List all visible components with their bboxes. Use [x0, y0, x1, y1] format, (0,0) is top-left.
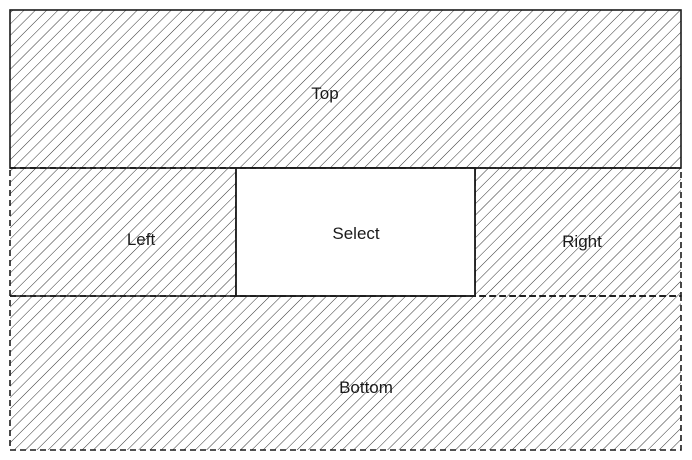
top-region [9, 9, 682, 169]
right-region [474, 167, 682, 297]
right-label: Right [562, 232, 602, 251]
left-label: Left [127, 230, 156, 249]
bottom-label: Bottom [339, 378, 393, 397]
select-region[interactable] [235, 167, 476, 297]
top-label: Top [311, 84, 338, 103]
left-region [9, 167, 237, 297]
select-label: Select [332, 224, 380, 243]
bottom-region [9, 295, 682, 451]
